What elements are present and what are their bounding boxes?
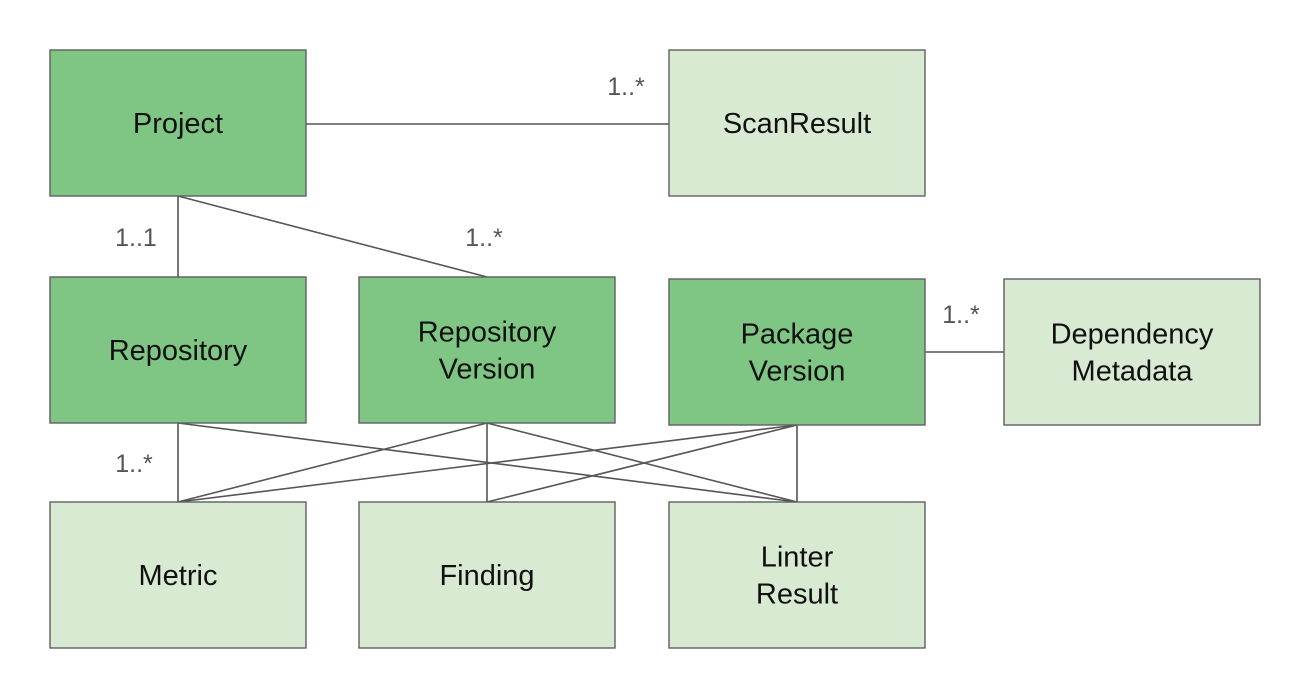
entity-box-repository-version <box>358 276 616 424</box>
entity-box-linter-result <box>668 501 926 649</box>
entity-label-dependency-metadata-line-1: Dependency <box>1051 319 1214 351</box>
edges-layer <box>177 123 1004 503</box>
entity-label-linter-result-line-2: Result <box>756 579 838 611</box>
edge-package-version-to-metric <box>177 424 798 503</box>
entity-label-project: Project <box>133 108 223 140</box>
entity-box-dependency-metadata <box>1003 278 1261 426</box>
multiplicity-label-project-to-repository-version: 1..* <box>465 224 503 252</box>
entity-label-package-version-line-2: Version <box>749 356 846 388</box>
labels-layer: 1..* 1..1 1..* 1..* 1..* <box>115 73 980 478</box>
multiplicity-label-project-to-repository: 1..1 <box>115 224 157 252</box>
entity-label-scanresult: ScanResult <box>723 108 871 140</box>
entity-metric: Metric <box>49 501 307 649</box>
entity-box-metric <box>49 501 307 649</box>
entity-label-linter-result-line-1: Linter <box>761 542 834 574</box>
entity-label-finding: Finding <box>439 560 534 592</box>
edge-project-to-repository-version <box>177 195 488 278</box>
entity-label-repository: Repository <box>109 335 248 367</box>
entity-label-repository-version-line-1: Repository <box>418 317 557 349</box>
entity-box-repository <box>49 276 307 424</box>
entity-project: Project <box>49 49 307 197</box>
multiplicity-label-repository-to-metric: 1..* <box>115 450 153 478</box>
entity-box-package-version <box>668 278 926 426</box>
entity-finding: Finding <box>358 501 616 649</box>
edge-package-version-to-finding <box>486 424 798 503</box>
entity-label-package-version-line-1: Package <box>741 319 854 351</box>
multiplicity-label-package-version-to-dependency-metadata: 1..* <box>942 301 980 329</box>
entity-box-finding <box>358 501 616 649</box>
entity-label-dependency-metadata-line-2: Metadata <box>1072 356 1194 388</box>
entity-label-metric: Metric <box>139 560 218 592</box>
entity-box-scanresult <box>668 49 926 197</box>
edge-repository-version-to-metric <box>177 422 488 503</box>
edge-repository-version-to-linter-result <box>486 422 798 503</box>
multiplicity-label-project-to-scanresult: 1..* <box>607 73 645 101</box>
entity-repository: Repository <box>49 276 307 424</box>
entity-scanresult: ScanResult <box>668 49 926 197</box>
entity-box-project <box>49 49 307 197</box>
entity-label-repository-version-line-2: Version <box>439 354 536 386</box>
